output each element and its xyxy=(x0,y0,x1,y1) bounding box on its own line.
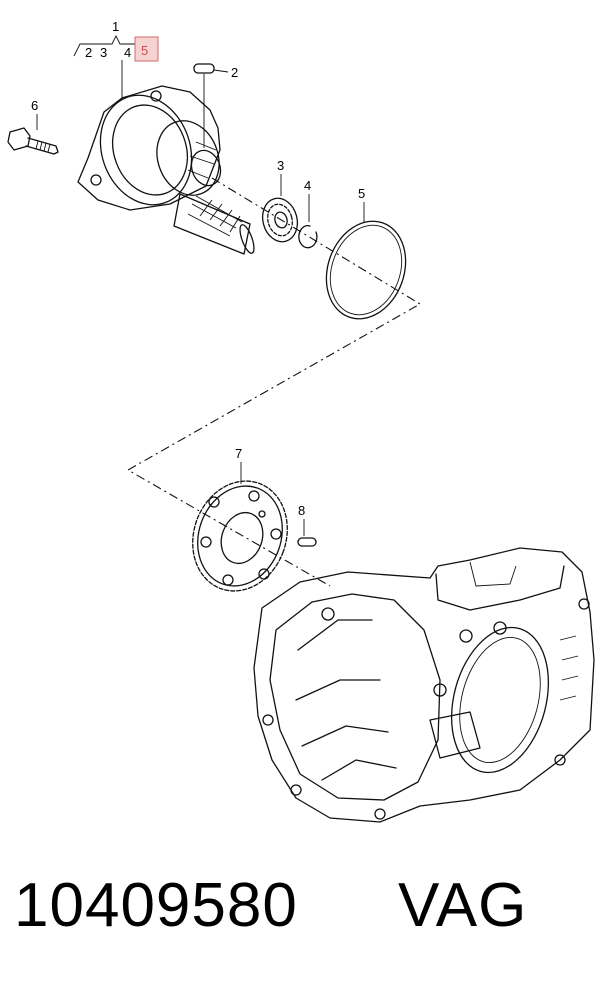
dowel-body xyxy=(297,537,317,547)
part-8-dowel-pin: 8 xyxy=(297,503,317,547)
pump-gear-teeth xyxy=(187,141,217,179)
housing-bolt-boss xyxy=(433,683,447,697)
pin-body xyxy=(193,63,215,74)
pump-flange xyxy=(77,85,221,211)
gear-teeth xyxy=(267,203,293,237)
o-ring-inner xyxy=(329,224,403,316)
pump-body-outer xyxy=(99,94,193,206)
ring-gear-hole xyxy=(222,574,234,586)
callout-group-2: 2 xyxy=(85,45,92,60)
housing-bolt-boss xyxy=(554,754,566,766)
callout-6: 6 xyxy=(31,98,38,113)
part-number: 10409580 xyxy=(14,871,298,940)
housing-top-cover xyxy=(435,565,565,611)
circlip-ring xyxy=(298,225,318,249)
pump-drive-shaft xyxy=(173,193,251,255)
housing-bell-opening xyxy=(269,593,441,801)
part-3-gear: 3 xyxy=(261,158,299,243)
ring-gear-hole xyxy=(270,528,282,540)
housing-bolt-boss xyxy=(459,629,473,643)
callout-1: 1 xyxy=(112,19,119,34)
ring-gear-hole xyxy=(208,496,220,508)
part-2-pin: 2 xyxy=(193,63,238,148)
housing-bolt-boss xyxy=(321,607,335,621)
ring-gear-teeth xyxy=(192,480,288,592)
brand-name: VAG xyxy=(398,871,528,940)
gear-outer xyxy=(261,197,299,243)
callout-3: 3 xyxy=(277,158,284,173)
housing-bolt-boss xyxy=(374,808,386,820)
shaft-spline xyxy=(187,195,243,237)
housing-bolt-boss xyxy=(290,784,302,796)
callout-group-4: 4 xyxy=(124,45,131,60)
transmission-housing xyxy=(253,547,595,823)
callout-7: 7 xyxy=(235,446,242,461)
housing-rear-inner xyxy=(459,636,541,764)
housing-ribs xyxy=(295,619,397,781)
callout-5: 5 xyxy=(358,186,365,201)
bolt-shank xyxy=(25,137,59,155)
mounting-hole-top xyxy=(150,90,162,102)
assembly-centre-line xyxy=(126,177,422,587)
pump-gear-housing xyxy=(156,120,220,196)
housing-rear-fins xyxy=(559,635,579,701)
gear-bore xyxy=(274,211,288,229)
ring-gear-bore xyxy=(220,511,264,565)
ring-gear-rim xyxy=(197,485,283,587)
callout-4: 4 xyxy=(304,178,311,193)
callout-group-1: 1 2 3 4 5 xyxy=(73,19,159,98)
part-1-pump-assembly xyxy=(77,85,255,255)
part-5-o-ring: 5 xyxy=(325,186,407,320)
housing-bolt-boss xyxy=(493,621,507,635)
part-4-circlip: 4 xyxy=(298,178,318,249)
part-6-bolt: 6 xyxy=(7,98,59,155)
pump-shaft-hub xyxy=(190,149,222,187)
ring-gear-hole xyxy=(248,490,260,502)
bolt-thread xyxy=(35,140,51,153)
o-ring-outer xyxy=(325,220,407,320)
leader-line-2 xyxy=(213,69,229,73)
ring-gear-hole xyxy=(200,536,212,548)
callout-8: 8 xyxy=(298,503,305,518)
pump-body-inner xyxy=(112,104,188,196)
shaft-end xyxy=(239,224,255,254)
part-7-ring-gear: 7 xyxy=(192,446,288,592)
mounting-hole-left xyxy=(90,174,102,186)
callout-2: 2 xyxy=(231,65,238,80)
housing-bolt-boss xyxy=(262,714,274,726)
ring-gear-hole xyxy=(258,568,270,580)
callout-group-5-highlighted: 5 xyxy=(141,43,148,58)
ring-gear-pin-hole xyxy=(258,510,266,518)
housing-rear-opening xyxy=(450,626,550,774)
exploded-parts-diagram: 1 2 3 4 5 6 2 3 xyxy=(7,19,595,823)
housing-outline xyxy=(253,547,595,823)
housing-bolt-boss xyxy=(578,598,590,610)
callout-group-3: 3 xyxy=(100,45,107,60)
highlight-box xyxy=(134,36,159,62)
housing-top-boss xyxy=(469,561,517,587)
housing-side-bracket xyxy=(429,711,481,759)
footer: 10409580 VAG xyxy=(0,870,600,980)
